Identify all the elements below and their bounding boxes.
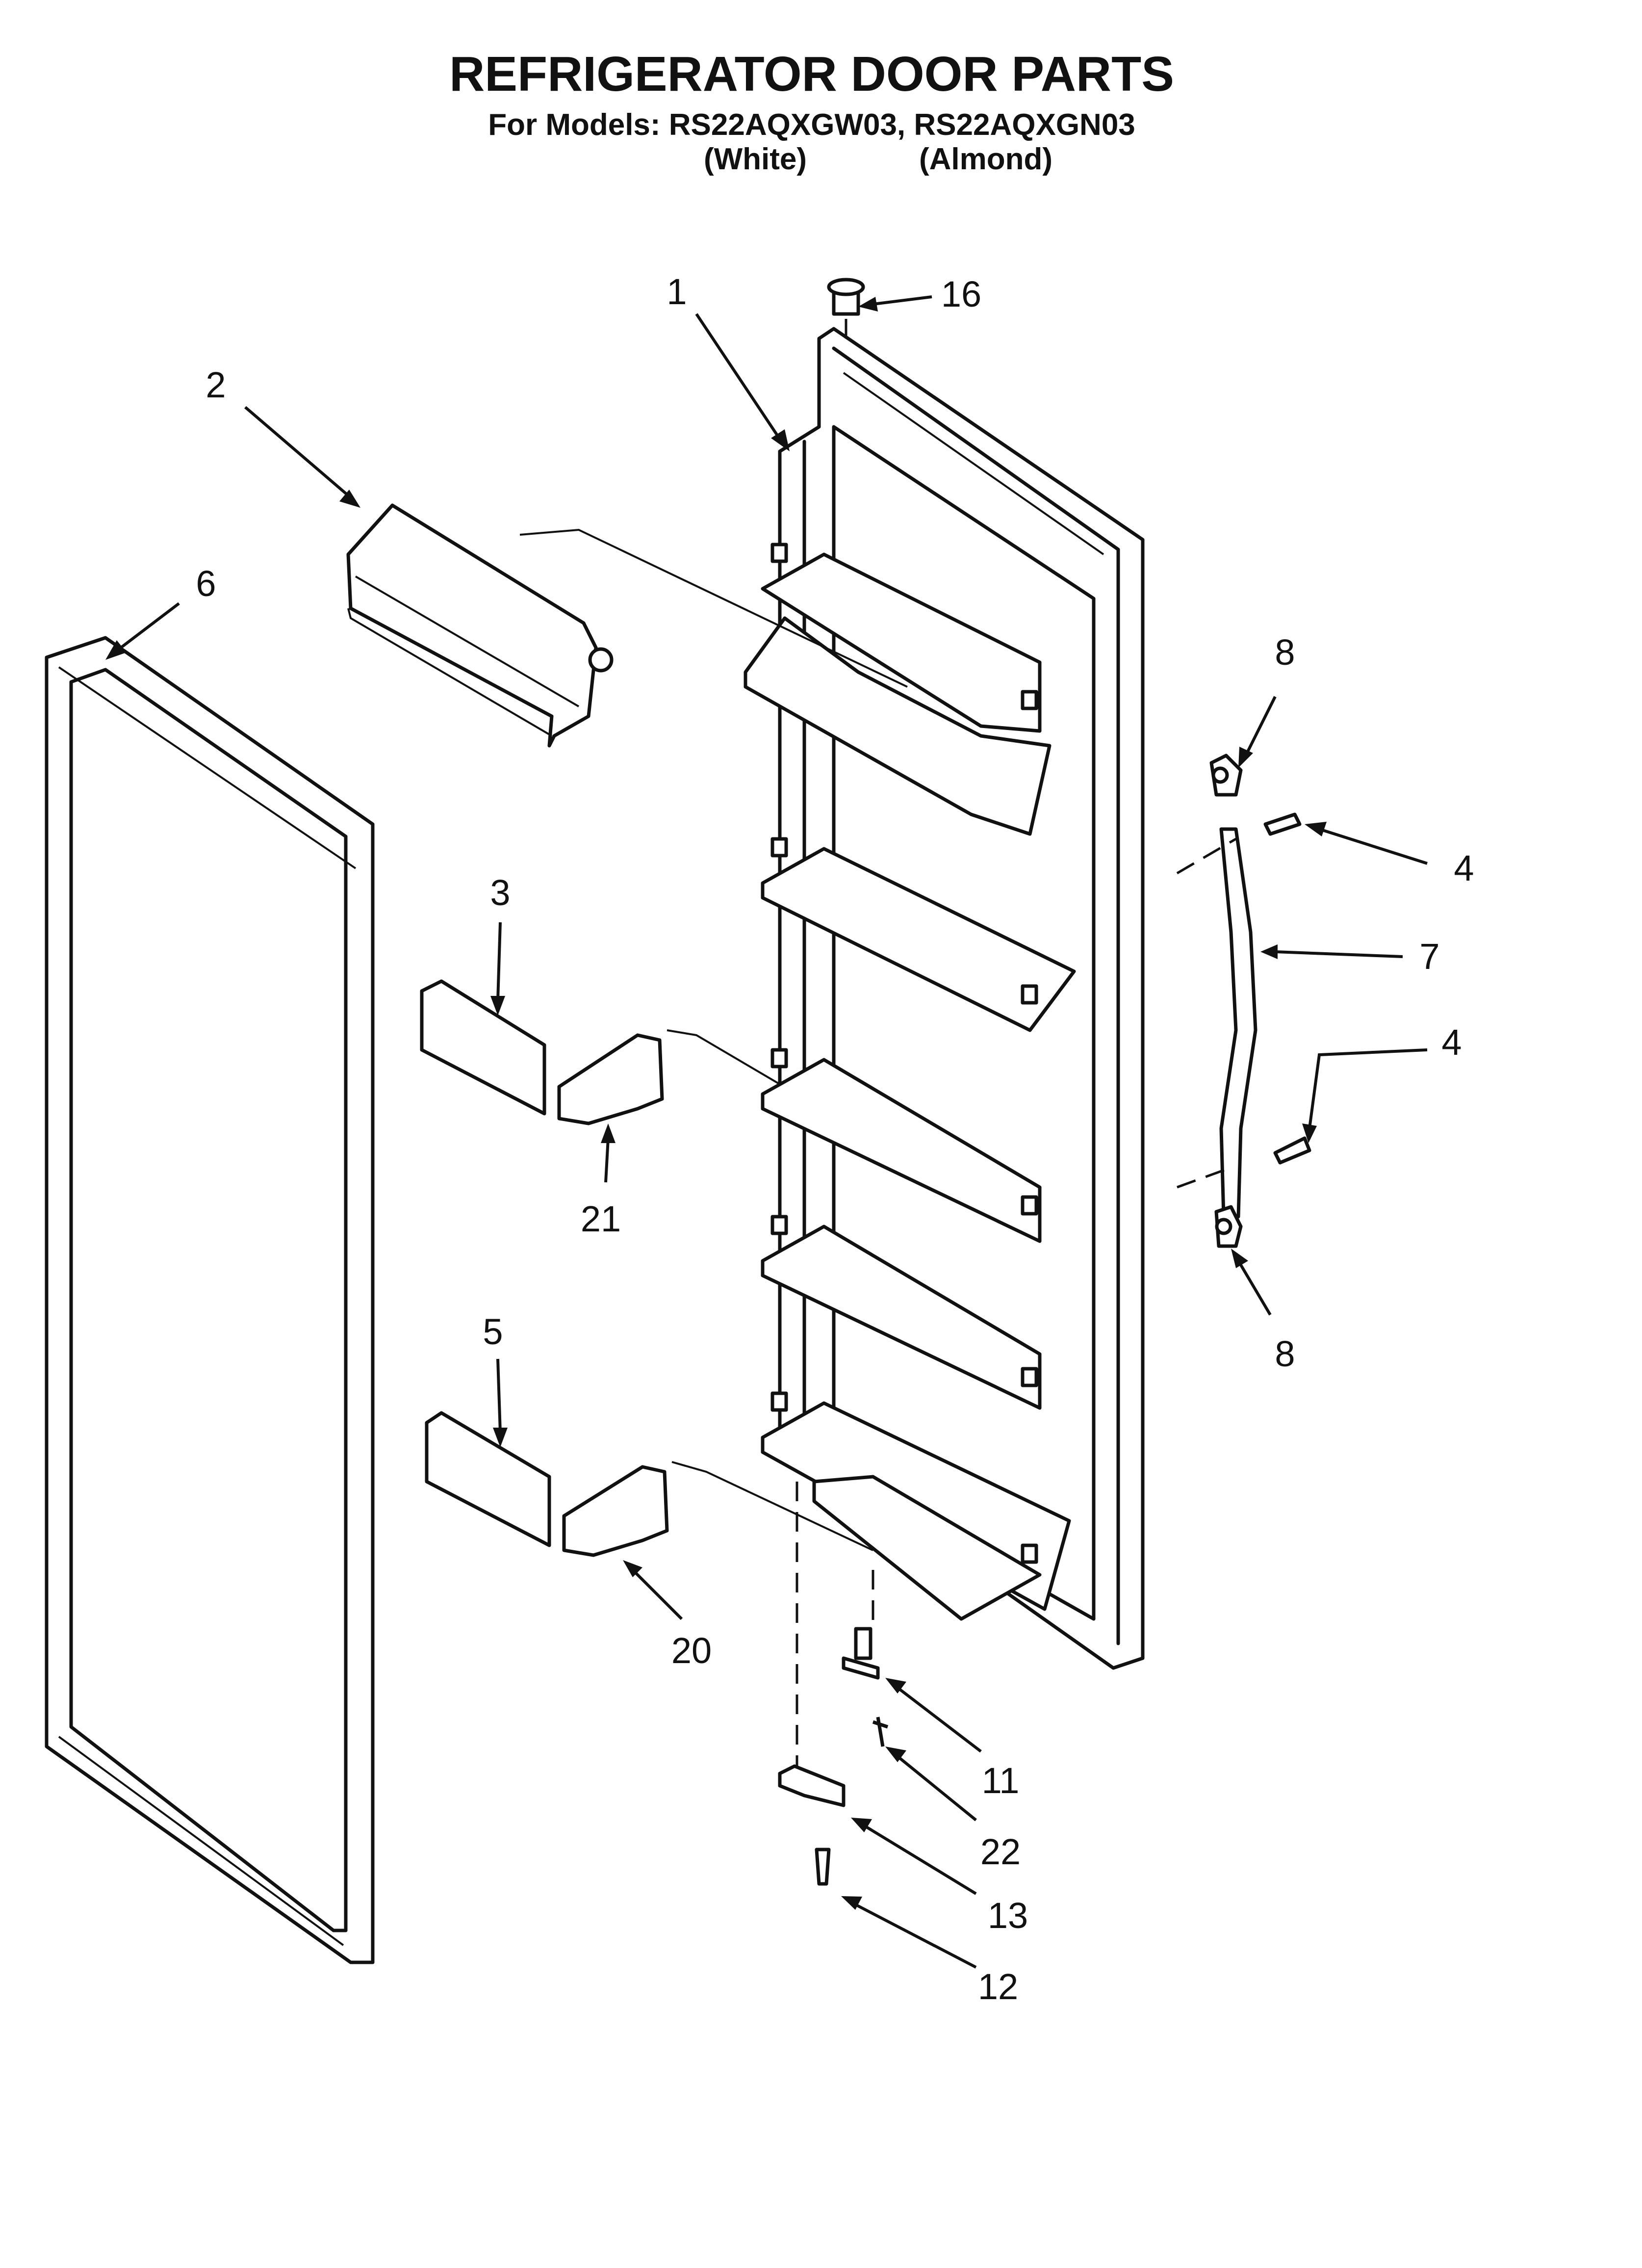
callout-16: 16 — [941, 274, 981, 314]
callout-6: 6 — [196, 563, 216, 604]
door-liner — [744, 327, 1145, 1670]
door-gasket — [45, 636, 375, 1964]
callout-5: 5 — [483, 1311, 503, 1352]
dairy-door — [346, 503, 614, 748]
page-title: REFRIGERATOR DOOR PARTS — [449, 47, 1174, 102]
leader-lines — [105, 295, 1428, 1969]
callout-20: 20 — [671, 1630, 712, 1671]
callout-8-bottom: 8 — [1275, 1333, 1295, 1374]
bin-and-caps-lower — [425, 1411, 669, 1557]
callout-1: 1 — [667, 271, 687, 312]
door-plug — [827, 278, 865, 316]
callout-4-top: 4 — [1454, 848, 1474, 888]
callout-11: 11 — [982, 1760, 1020, 1801]
assembly-lines — [519, 319, 1237, 1766]
callout-22: 22 — [980, 1831, 1021, 1872]
callout-21: 21 — [581, 1199, 621, 1239]
callout-12: 12 — [978, 1966, 1018, 2007]
callout-7: 7 — [1419, 936, 1439, 977]
hinge-assembly — [778, 1627, 889, 1886]
bin-and-caps-upper — [420, 979, 664, 1125]
callout-4-bottom: 4 — [1441, 1022, 1462, 1063]
callout-3: 3 — [490, 872, 510, 913]
callout-2: 2 — [205, 365, 226, 405]
door-handle-assembly — [1209, 754, 1311, 1248]
color-white-label: (White) — [704, 142, 807, 176]
color-almond-label: (Almond) — [919, 142, 1052, 176]
models-line: For Models: RS22AQXGW03, RS22AQXGN03 — [488, 108, 1135, 142]
callout-8-top: 8 — [1275, 632, 1295, 673]
callout-13: 13 — [988, 1895, 1028, 1936]
